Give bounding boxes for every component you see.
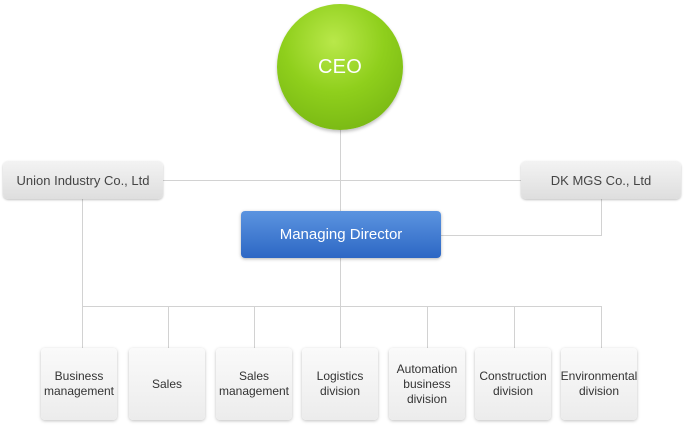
managing-director-node: Managing Director (241, 211, 441, 258)
managing-director-label: Managing Director (279, 226, 403, 243)
connector-division-2 (254, 306, 255, 348)
division-environmental: Environmental division (561, 348, 637, 420)
connector-companies (163, 180, 521, 181)
connector-division-4 (514, 306, 515, 348)
connector-division-1 (168, 306, 169, 348)
division-sales-management: Sales management (216, 348, 292, 420)
ceo-label: CEO (318, 55, 362, 78)
union-industry-node: Union Industry Co., Ltd (3, 161, 163, 199)
dk-mgs-label: DK MGS Co., Ltd (550, 172, 652, 188)
connector-right-company-to-director (441, 235, 602, 236)
division-automation-business: Automation business division (389, 348, 465, 420)
ceo-node: CEO (277, 4, 403, 130)
connector-division-5 (601, 306, 602, 348)
division-logistics: Logistics division (302, 348, 378, 420)
division-business-management: Business management (41, 348, 117, 420)
connector-divisions-bar (82, 306, 602, 307)
division-construction: Construction division (475, 348, 551, 420)
dk-mgs-node: DK MGS Co., Ltd (521, 161, 681, 199)
division-sales: Sales (129, 348, 205, 420)
connector-left-company-down (82, 199, 83, 348)
connector-right-company-down (601, 199, 602, 235)
connector-division-3 (427, 306, 428, 348)
union-industry-label: Union Industry Co., Ltd (16, 172, 150, 188)
